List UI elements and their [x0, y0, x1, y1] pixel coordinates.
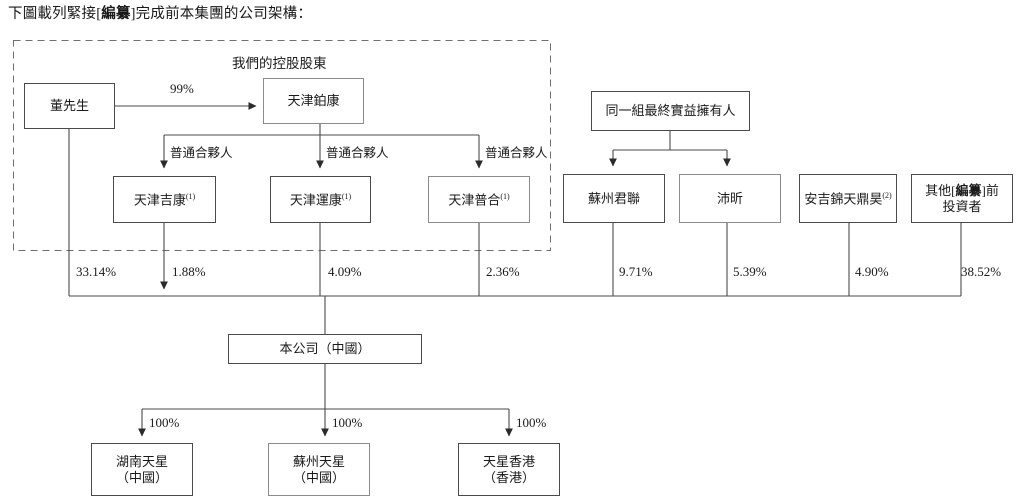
node-label: 蘇州君聯	[587, 190, 640, 206]
node-label: 其他[編纂]前 投資者	[925, 183, 999, 214]
node-the-company[interactable]: 本公司（中國）	[228, 334, 422, 364]
node-label: 沛昕	[716, 190, 743, 206]
edge-label-dong-pct: 33.14%	[76, 264, 117, 279]
node-line2: （中國）	[292, 469, 345, 485]
node-line1: 湖南天星	[115, 454, 168, 470]
node-label: 天星香港 （香港）	[483, 454, 535, 485]
node-line2: （中國）	[115, 469, 168, 485]
node-tianjin-yunkang[interactable]: 天津運康(1)	[270, 176, 371, 223]
footnote-marker: (1)	[500, 191, 510, 201]
caption-suffix: ]完成前本集團的公司架構：	[130, 6, 313, 22]
node-line2: （香港）	[482, 469, 535, 485]
edge-label-general-partner-2: 普通合夥人	[326, 146, 389, 160]
node-anji-jintian-dinghao[interactable]: 安吉錦天鼎昊(2)	[799, 174, 897, 223]
other-inv-suffix: ]前	[981, 183, 999, 199]
node-label: 董先生	[49, 98, 89, 114]
dashed-group-label: 我們的控股股東	[232, 56, 327, 71]
node-tianxing-hongkong[interactable]: 天星香港 （香港）	[458, 443, 560, 496]
node-line1: 蘇州天星	[292, 454, 345, 470]
page-title: 下圖載列緊接[編纂]完成前本集團的公司架構：	[8, 2, 312, 23]
node-suzhou-junlian[interactable]: 蘇州君聯	[563, 174, 665, 223]
other-inv-bold: 編纂	[955, 183, 982, 199]
edge-label-dong-to-bokang: 99%	[170, 81, 194, 96]
node-label: 同一組最終實益擁有人	[605, 103, 736, 119]
caption-bold-token: 編纂	[101, 6, 131, 22]
footnote-marker: (1)	[341, 191, 352, 201]
node-line1: 天星香港	[482, 454, 535, 470]
edge-label-puhe-pct: 2.36%	[486, 264, 520, 279]
edge-label-sub2-pct: 100%	[332, 415, 363, 430]
node-label: 天津普合(1)	[448, 191, 510, 207]
footnote-marker: (1)	[185, 191, 196, 201]
edge-label-other-pct: 38.52%	[961, 264, 1002, 279]
edge-label-peixin-pct: 5.39%	[733, 264, 767, 279]
node-label: 天津鉑康	[287, 93, 340, 109]
edge-label-general-partner-1: 普通合夥人	[170, 146, 233, 160]
edge-label-jikang-pct: 1.88%	[172, 264, 206, 279]
node-tianjin-jikang[interactable]: 天津吉康(1)	[113, 176, 216, 223]
node-label: 安吉錦天鼎昊(2)	[804, 190, 892, 206]
footnote-marker: (2)	[882, 190, 892, 200]
other-inv-line2: 投資者	[942, 198, 982, 214]
node-tianjin-puhe[interactable]: 天津普合(1)	[428, 176, 530, 223]
node-label: 天津吉康(1)	[133, 191, 196, 207]
edge-label-sub1-pct: 100%	[149, 415, 180, 430]
edge-label-anji-pct: 4.90%	[855, 264, 889, 279]
node-dong-xiansheng[interactable]: 董先生	[24, 83, 115, 129]
node-peixin[interactable]: 沛昕	[679, 174, 781, 223]
edge-label-junlian-pct: 9.71%	[619, 264, 653, 279]
caption-prefix: 下圖載列緊接[	[8, 6, 102, 22]
other-inv-prefix: 其他[	[925, 183, 956, 199]
node-label: 天津運康(1)	[289, 191, 352, 207]
edge-label-sub3-pct: 100%	[516, 415, 547, 430]
edge-label-yunkang-pct: 4.09%	[328, 264, 362, 279]
node-label: 湖南天星 （中國）	[116, 454, 168, 485]
node-suzhou-tianxing[interactable]: 蘇州天星 （中國）	[268, 443, 370, 496]
node-tianjin-bokang[interactable]: 天津鉑康	[263, 78, 364, 124]
node-hunan-tianxing[interactable]: 湖南天星 （中國）	[91, 443, 193, 496]
node-other-pre-listing-investors[interactable]: 其他[編纂]前 投資者	[911, 174, 1013, 223]
node-label: 蘇州天星 （中國）	[293, 454, 345, 485]
edge-label-general-partner-3: 普通合夥人	[485, 146, 548, 160]
node-label: 本公司（中國）	[279, 341, 371, 357]
node-ultimate-beneficial-owners[interactable]: 同一組最終實益擁有人	[591, 91, 750, 131]
